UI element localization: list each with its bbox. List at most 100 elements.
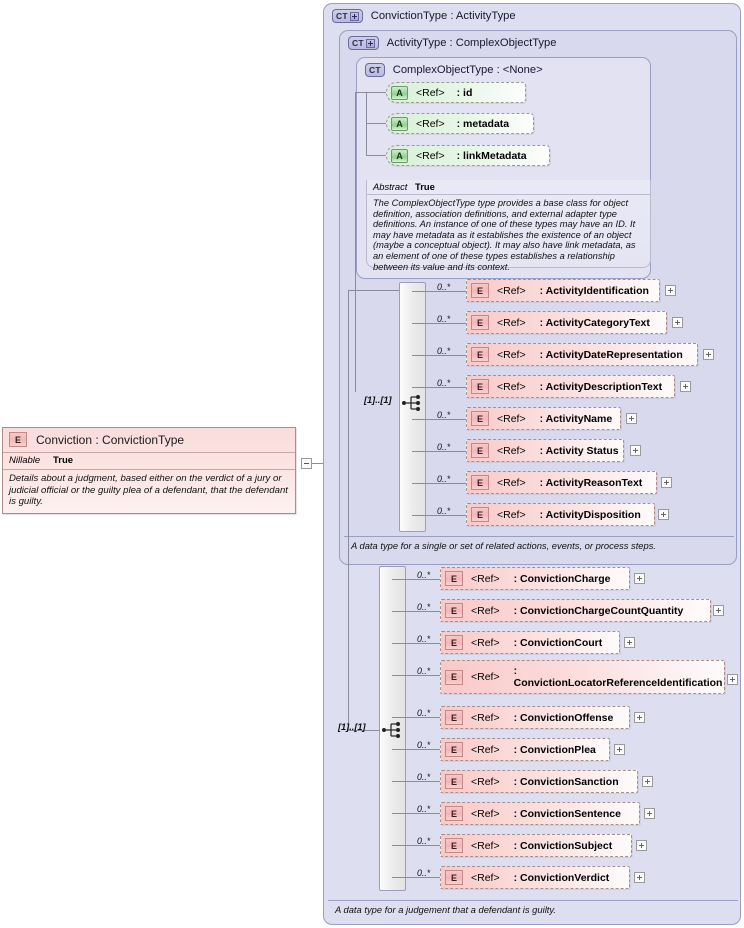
type-trunk-line (355, 92, 356, 392)
element-row-activitycategorytext[interactable]: E <Ref> : ActivityCategoryText (466, 311, 667, 334)
element-connector-line (412, 387, 466, 388)
element-row-convictionoffense[interactable]: E <Ref> : ConvictionOffense (440, 706, 630, 729)
expand-plus-icon[interactable] (365, 38, 375, 48)
expand-plus-icon[interactable] (665, 285, 676, 296)
expand-plus-icon[interactable] (614, 744, 625, 755)
element-row-convictionsubject[interactable]: E <Ref> : ConvictionSubject (440, 834, 632, 857)
attribute-icon: A (391, 85, 408, 100)
expand-plus-icon[interactable] (630, 445, 641, 456)
panel-conviction-type-title: ConvictionType : ActivityType (370, 10, 516, 22)
expand-plus-icon[interactable] (680, 381, 691, 392)
occurs-label: 0..* (417, 804, 431, 814)
element-ref: <Ref> (497, 316, 526, 329)
complextype-icon: CT (365, 63, 385, 77)
occurs-label: 0..* (437, 282, 451, 292)
root-element-title: Conviction : ConvictionType (36, 432, 185, 447)
occurs-label: 0..* (417, 708, 431, 718)
element-row-activitydaterepresentation[interactable]: E <Ref> : ActivityDateRepresentation (466, 343, 698, 366)
element-row-convictioncourt[interactable]: E <Ref> : ConvictionCourt (440, 631, 620, 654)
expand-plus-icon[interactable] (634, 872, 645, 883)
element-row-convictionchargecountquantity[interactable]: E <Ref> : ConvictionChargeCountQuantity (440, 599, 711, 622)
expand-plus-icon[interactable] (703, 349, 714, 360)
occurs-label: 0..* (437, 378, 451, 388)
element-icon: E (445, 870, 463, 885)
element-name: : ConvictionVerdict (513, 871, 610, 884)
expand-plus-icon[interactable] (672, 317, 683, 328)
expand-plus-icon[interactable] (713, 605, 724, 616)
element-row-convictioncharge[interactable]: E <Ref> : ConvictionCharge (440, 567, 630, 590)
occurs-label: 0..* (437, 442, 451, 452)
abstract-documentation-panel: Abstract True The ComplexObjectType type… (366, 180, 651, 272)
occurs-label: 0..* (417, 634, 431, 644)
type-branch-line (355, 92, 366, 93)
complextype-icon: CT (332, 9, 363, 23)
complextype-icon: CT (348, 36, 379, 50)
property-value: True (53, 455, 74, 466)
element-ref: <Ref> (471, 807, 500, 820)
expand-plus-icon[interactable] (634, 712, 645, 723)
minus-box-icon[interactable] (301, 458, 312, 469)
occurs-label: 0..* (417, 772, 431, 782)
element-ref: <Ref> (471, 775, 500, 788)
panel-activity-type-title: ActivityType : ComplexObjectType (386, 37, 557, 49)
sequence-connector-line (348, 730, 390, 731)
sequence-compositor-icon (402, 395, 420, 411)
attribute-row-metadata[interactable]: A <Ref> : metadata (386, 113, 534, 134)
element-ref: <Ref> (471, 711, 500, 724)
occurs-label: 0..* (437, 346, 451, 356)
element-connector-line (392, 675, 446, 676)
element-ref: <Ref> (471, 636, 500, 649)
element-connector-line (392, 717, 446, 718)
sequence-connector-line (348, 290, 399, 291)
element-icon: E (471, 315, 489, 330)
expand-plus-icon[interactable] (626, 413, 637, 424)
root-element-title-row: E Conviction : ConvictionType (3, 428, 295, 452)
element-connector-line (392, 845, 446, 846)
element-ref: <Ref> (471, 572, 500, 585)
element-row-activitydisposition[interactable]: E <Ref> : ActivityDisposition (466, 503, 655, 526)
element-name: : ConvictionLocatorReferenceIdentificati… (513, 665, 723, 689)
element-icon: E (471, 475, 489, 490)
element-name: : ConvictionCharge (513, 572, 611, 585)
expand-plus-icon[interactable] (727, 674, 738, 685)
element-connector-line (412, 483, 466, 484)
expand-plus-icon[interactable] (661, 477, 672, 488)
element-icon: E (471, 507, 489, 522)
element-row-activitystatus[interactable]: E <Ref> : Activity Status (466, 439, 624, 462)
attribute-row-id[interactable]: A <Ref> : id (386, 82, 526, 103)
occurs-label: 0..* (417, 602, 431, 612)
attribute-row-linkmetadata[interactable]: A <Ref> : linkMetadata (386, 145, 550, 166)
root-element-box[interactable]: E Conviction : ConvictionType Nillable T… (2, 427, 296, 514)
element-row-activityname[interactable]: E <Ref> : ActivityName (466, 407, 621, 430)
expand-plus-icon[interactable] (624, 637, 635, 648)
expand-plus-icon[interactable] (636, 840, 647, 851)
element-row-activitydescriptiontext[interactable]: E <Ref> : ActivityDescriptionText (466, 375, 675, 398)
sequence-trunk-line (348, 290, 349, 730)
attribute-ref: <Ref> (416, 117, 445, 130)
element-row-convictionplea[interactable]: E <Ref> : ConvictionPlea (440, 738, 610, 761)
expand-plus-icon[interactable] (642, 776, 653, 787)
expand-plus-icon[interactable] (644, 808, 655, 819)
expand-plus-icon[interactable] (349, 11, 359, 21)
expand-plus-icon[interactable] (658, 509, 669, 520)
element-name: : ConvictionSentence (513, 807, 621, 820)
element-connector-line (392, 781, 446, 782)
occurs-label: 0..* (437, 506, 451, 516)
element-row-convictionsanction[interactable]: E <Ref> : ConvictionSanction (440, 770, 638, 793)
root-element-property-nillable: Nillable True (3, 452, 295, 469)
element-row-activityidentification[interactable]: E <Ref> : ActivityIdentification (466, 279, 660, 302)
panel-complex-object-type-title: ComplexObjectType : <None> (392, 64, 543, 76)
element-connector-line (412, 451, 466, 452)
element-row-activityreasontext[interactable]: E <Ref> : ActivityReasonText (466, 471, 657, 494)
element-name: : ConvictionChargeCountQuantity (513, 604, 684, 617)
element-row-convictionlocatorreferenceidentification[interactable]: E <Ref> : ConvictionLocatorReferenceIden… (440, 660, 725, 694)
element-connector-line (392, 643, 446, 644)
element-icon: E (471, 379, 489, 394)
element-row-convictionsentence[interactable]: E <Ref> : ConvictionSentence (440, 802, 640, 825)
attribute-tree-trunk (366, 92, 367, 156)
panel-activity-type-header: CT ActivityType : ComplexObjectType (340, 31, 736, 51)
element-ref: <Ref> (471, 871, 500, 884)
element-row-convictionverdict[interactable]: E <Ref> : ConvictionVerdict (440, 866, 630, 889)
expand-plus-icon[interactable] (634, 573, 645, 584)
attribute-ref: <Ref> (416, 149, 445, 162)
